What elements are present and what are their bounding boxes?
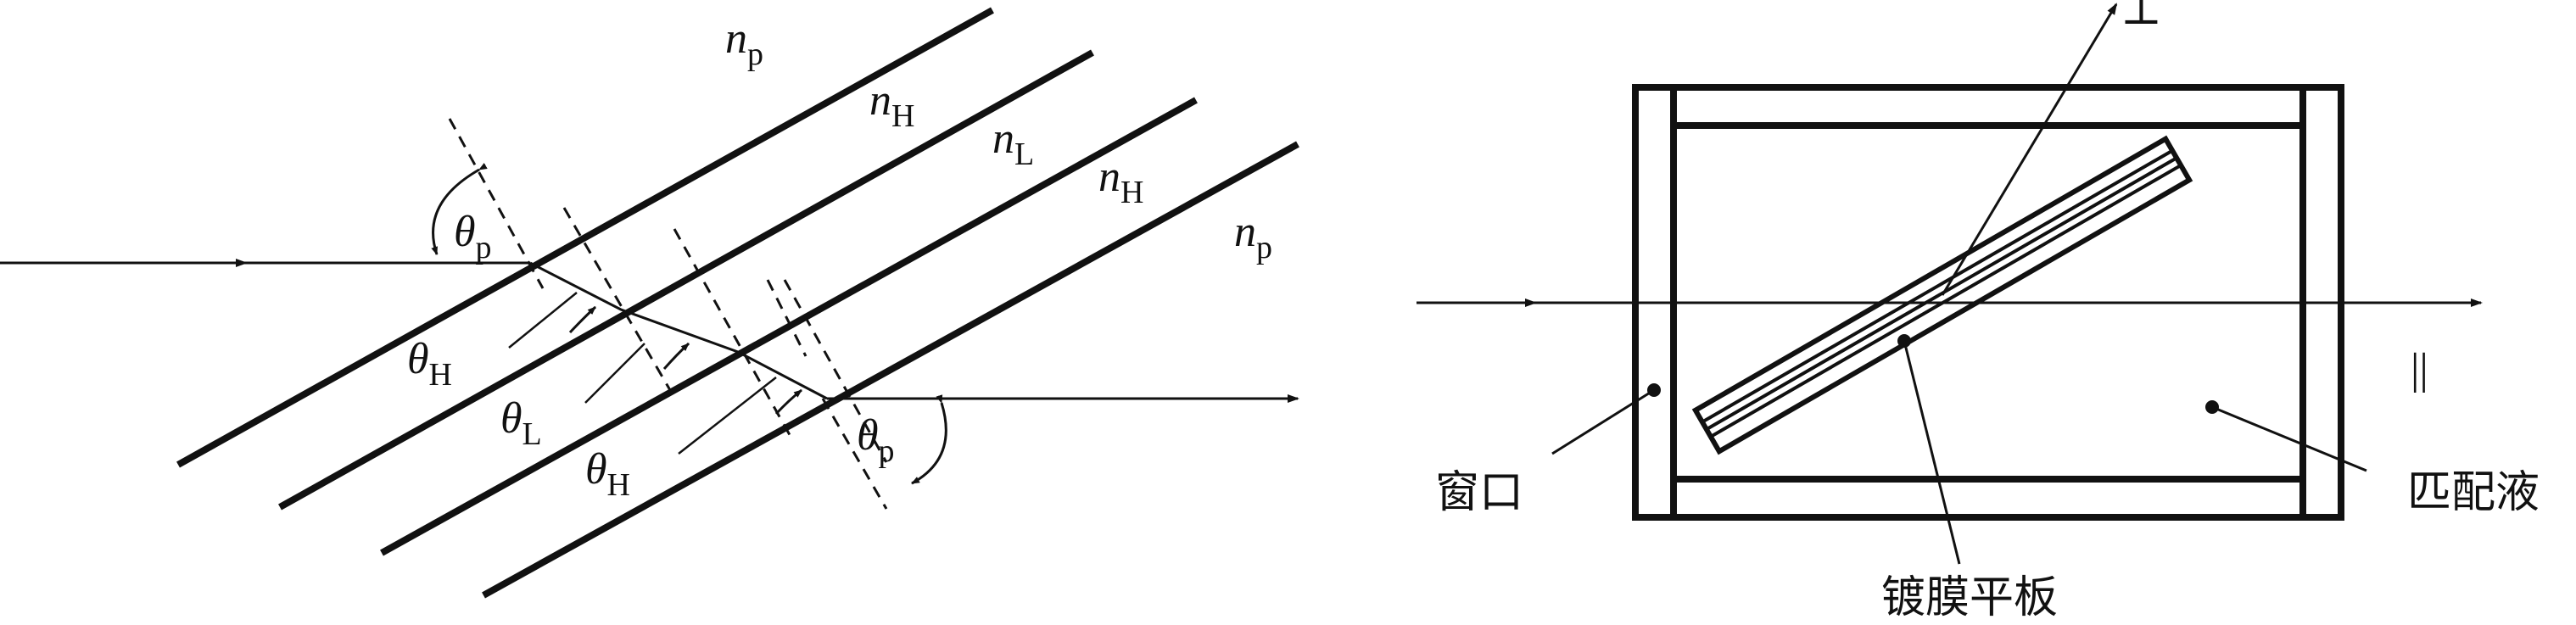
angle-arc-h1 (568, 305, 597, 334)
angle-arc-p-out (911, 394, 947, 485)
label-window: 窗口 (1435, 467, 1523, 518)
angle-arc-p-in (431, 163, 488, 255)
boundary-1 (176, 7, 994, 468)
label-np-bottom: np (1234, 208, 1272, 265)
angle-arc-h2 (774, 388, 802, 416)
pointer-h2 (678, 377, 777, 455)
cuvette-diagram: ⊥ || 窗口 镀膜平板 匹配液 (1417, 0, 2540, 623)
thin-film-stack-diagram: np nH nL nH np θp θH θL θH θp (0, 7, 1299, 599)
angle-arc-l (662, 342, 690, 370)
layer-boundaries (176, 7, 1299, 599)
normal-6 (821, 398, 888, 510)
normal-4 (766, 279, 807, 357)
normal-5 (783, 279, 888, 463)
label-matching-liquid: 匹配液 (2407, 467, 2540, 518)
boundary-2 (278, 49, 1094, 511)
window-leader (1551, 388, 1655, 455)
label-nh-1: nH (869, 76, 914, 134)
parallel-mark: || (2411, 345, 2428, 393)
normal-lines (448, 118, 888, 510)
plate-leader (1903, 340, 1961, 565)
label-nh-2: nH (1098, 153, 1143, 210)
pointer-l (584, 343, 645, 404)
label-theta-h-2: θH (585, 445, 630, 503)
label-np-top: np (725, 14, 763, 72)
label-coated-plate: 镀膜平板 (1881, 572, 2058, 623)
boundary-3 (380, 97, 1198, 556)
label-nl: nL (992, 114, 1034, 172)
label-theta-p-in: θp (454, 208, 492, 265)
label-theta-l: θL (500, 394, 542, 452)
label-theta-h-1: θH (407, 335, 452, 393)
liquid-leader (2211, 405, 2367, 472)
reflected-beam (1941, 3, 2118, 296)
normal-2 (562, 207, 672, 391)
boundary-4 (482, 141, 1299, 599)
label-theta-p-out: θp (857, 411, 895, 469)
perpendicular-mark: ⊥ (2121, 0, 2162, 34)
refracted-ray-path (529, 261, 828, 400)
pointer-h1 (508, 292, 578, 349)
